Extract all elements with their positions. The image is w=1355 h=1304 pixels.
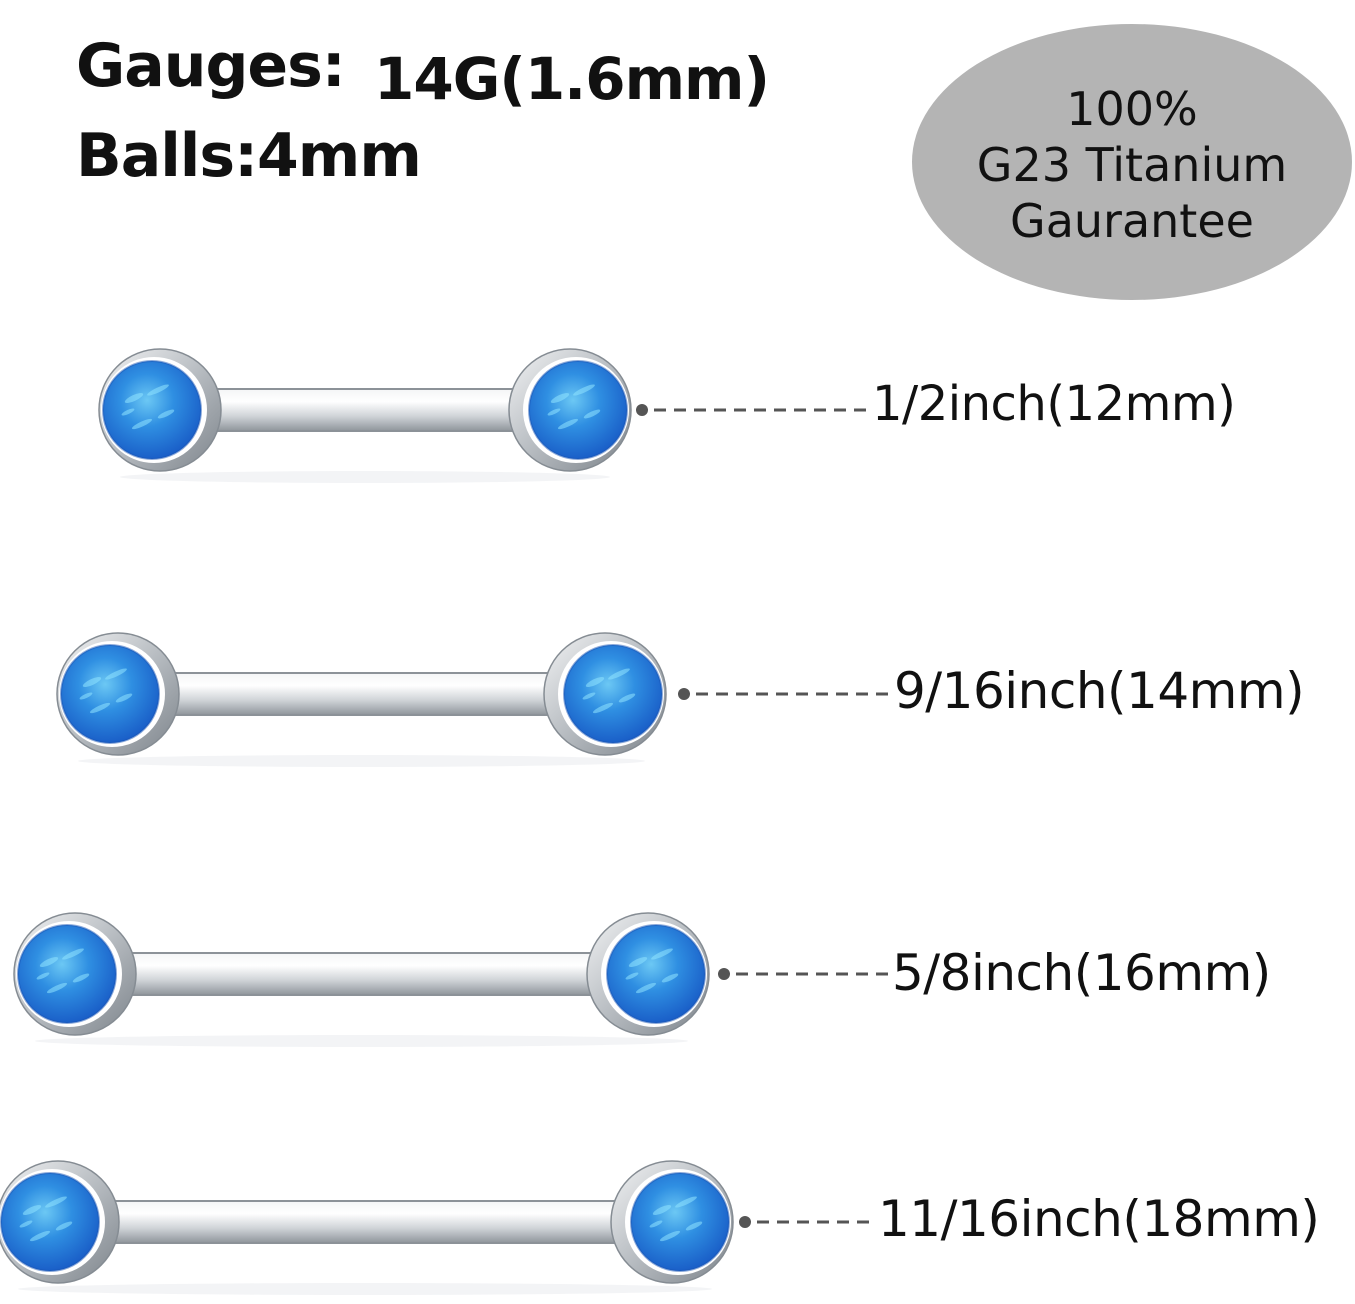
opal-fleck bbox=[628, 956, 648, 968]
opal-fleck bbox=[608, 668, 630, 680]
leader-dot bbox=[739, 1216, 751, 1228]
opal-fleck bbox=[36, 972, 50, 980]
opal-gem bbox=[529, 361, 627, 459]
opal-fleck bbox=[105, 668, 127, 680]
opal-fleck bbox=[550, 392, 570, 404]
titanium-badge: 100% G23 Titanium Gaurantee bbox=[912, 24, 1352, 300]
length-label-18mm: 11/16inch(18mm) bbox=[878, 1190, 1320, 1248]
barbell-shadow bbox=[120, 471, 610, 483]
badge-line-percent: 100% bbox=[1066, 82, 1198, 136]
opal-edge bbox=[17, 924, 117, 1024]
length-label-16mm: 5/8inch(16mm) bbox=[892, 944, 1271, 1002]
opal-fleck bbox=[46, 982, 68, 994]
leader-dot bbox=[636, 404, 648, 416]
barbell-3 bbox=[0, 1160, 872, 1295]
opal-gem bbox=[607, 925, 705, 1023]
opal-fleck bbox=[55, 1221, 73, 1231]
balls-size: Balls:4mm bbox=[76, 121, 422, 191]
opal-fleck bbox=[157, 409, 175, 419]
opal-fleck bbox=[618, 693, 636, 703]
opal-fleck bbox=[582, 692, 596, 700]
badge-line-guarantee: Gaurantee bbox=[1010, 194, 1254, 248]
opal-fleck bbox=[45, 1196, 67, 1208]
opal-edge bbox=[60, 644, 160, 744]
barbell-bar bbox=[77, 1200, 653, 1244]
opal-gem bbox=[631, 1173, 729, 1271]
opal-edge bbox=[528, 360, 628, 460]
length-label-14mm: 9/16inch(14mm) bbox=[894, 662, 1305, 720]
barbell-shadow bbox=[35, 1035, 688, 1047]
badge-line-material: G23 Titanium bbox=[976, 138, 1288, 192]
opal-fleck bbox=[39, 956, 59, 968]
leader-dot bbox=[678, 688, 690, 700]
opal-fleck bbox=[22, 1204, 42, 1216]
opal-fleck bbox=[82, 676, 102, 688]
barbell-bar bbox=[179, 388, 551, 432]
opal-gem bbox=[18, 925, 116, 1023]
opal-gem bbox=[1, 1173, 99, 1271]
opal-fleck bbox=[573, 384, 595, 396]
opal-edge bbox=[102, 360, 202, 460]
opal-fleck bbox=[547, 408, 561, 416]
opal-fleck bbox=[585, 676, 605, 688]
opal-edge bbox=[563, 644, 663, 744]
opal-fleck bbox=[89, 702, 111, 714]
opal-fleck bbox=[121, 408, 135, 416]
opal-fleck bbox=[583, 409, 601, 419]
barbell-2 bbox=[13, 912, 888, 1047]
barbell-0 bbox=[98, 348, 866, 483]
opal-fleck bbox=[635, 982, 657, 994]
opal-fleck bbox=[29, 1230, 51, 1242]
gauges-value: 14G(1.6mm) bbox=[374, 45, 770, 113]
opal-gem bbox=[103, 361, 201, 459]
opal-fleck bbox=[557, 418, 579, 430]
opal-fleck bbox=[131, 418, 153, 430]
opal-fleck bbox=[661, 973, 679, 983]
opal-gem bbox=[61, 645, 159, 743]
opal-edge bbox=[630, 1172, 730, 1272]
opal-fleck bbox=[651, 948, 673, 960]
opal-fleck bbox=[124, 392, 144, 404]
opal-edge bbox=[0, 1172, 100, 1272]
opal-edge bbox=[606, 924, 706, 1024]
opal-fleck bbox=[652, 1204, 672, 1216]
opal-fleck bbox=[625, 972, 639, 980]
barbell-bar bbox=[137, 672, 586, 716]
opal-fleck bbox=[62, 948, 84, 960]
opal-fleck bbox=[19, 1220, 33, 1228]
opal-fleck bbox=[115, 693, 133, 703]
opal-fleck bbox=[592, 702, 614, 714]
length-label-12mm: 1/2inch(12mm) bbox=[872, 376, 1236, 432]
gauges-label: Gauges: bbox=[76, 31, 346, 101]
opal-fleck bbox=[675, 1196, 697, 1208]
opal-fleck bbox=[72, 973, 90, 983]
barbell-1 bbox=[56, 632, 888, 767]
barbell-bar bbox=[94, 952, 629, 996]
barbell-shadow bbox=[18, 1283, 712, 1295]
opal-fleck bbox=[685, 1221, 703, 1231]
opal-gem bbox=[564, 645, 662, 743]
opal-fleck bbox=[659, 1230, 681, 1242]
opal-fleck bbox=[649, 1220, 663, 1228]
barbell-shadow bbox=[78, 755, 645, 767]
opal-fleck bbox=[147, 384, 169, 396]
leader-dot bbox=[718, 968, 730, 980]
opal-fleck bbox=[79, 692, 93, 700]
